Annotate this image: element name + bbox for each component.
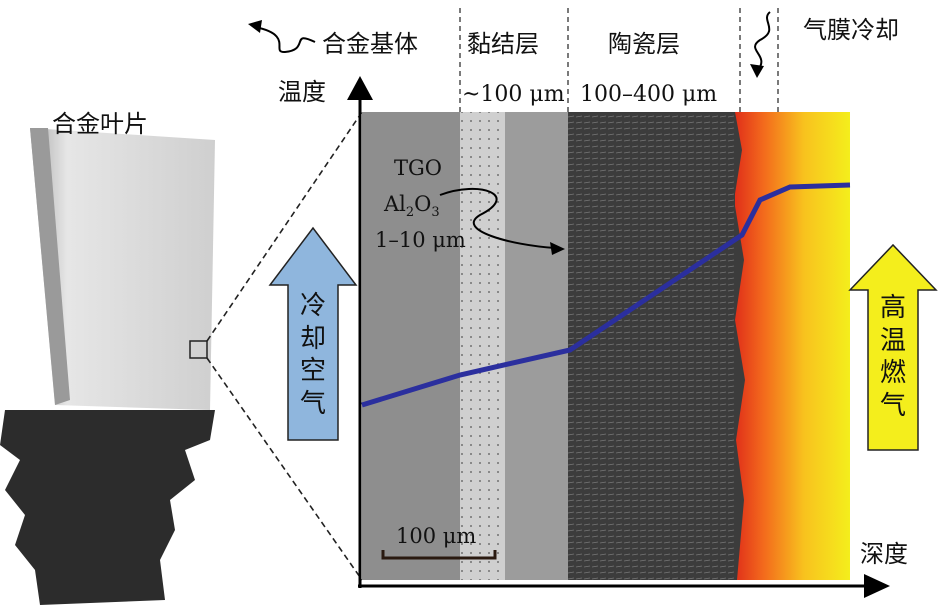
scale-bar [381,550,497,560]
tgo-label: TGO [394,156,442,180]
x-axis-label: 深度 [860,540,908,568]
cooling-air-label: 冷却空气 [299,291,326,419]
temperature-profile-line [361,182,851,408]
alloy-blade-image [0,128,215,605]
tgo-thickness: 1–10 μm [375,228,466,252]
bond-coat-label: 黏结层 [467,30,539,58]
ceramic-thickness: 100–400 μm [580,82,718,107]
hot-gas-arrow [848,243,938,451]
hot-gas-region [735,112,850,580]
bond-coat-thickness: ~100 μm [462,82,565,107]
blade-label: 合金叶片 [52,110,148,138]
film-cooling-label: 气膜冷却 [803,16,899,44]
hot-gas-label: 高温燃气 [879,293,906,421]
tgo-formula: Al2O3 [384,192,440,221]
ceramic-label: 陶瓷层 [608,30,680,58]
scale-bar-label: 100 μm [396,524,477,548]
magnified-region-marker [189,340,208,359]
substrate-layer [362,112,460,580]
cooling-air-arrow [268,226,358,441]
substrate-label: 合金基体 [322,30,418,58]
y-axis-label: 温度 [278,78,326,106]
ceramic-layer [568,112,740,580]
bond-coat-layer [460,112,505,580]
micrograph [362,112,850,580]
